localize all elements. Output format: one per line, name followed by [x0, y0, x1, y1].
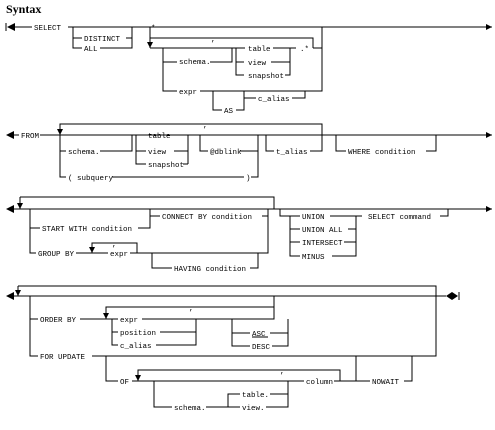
union-keyword: UNION	[302, 214, 325, 222]
of-view: view.	[242, 405, 265, 413]
of-keyword: OF	[120, 379, 129, 387]
order-expr: expr	[120, 317, 138, 325]
from-t-alias: t_alias	[276, 149, 308, 157]
from-end-arrow-icon	[486, 132, 492, 138]
distinct-keyword: DISTINCT	[84, 36, 121, 44]
from-schema: schema.	[68, 149, 100, 157]
select-snapshot: snapshot	[248, 73, 284, 81]
select-schema: schema.	[179, 59, 211, 67]
order-by-keyword: ORDER BY	[40, 317, 77, 325]
page-title: Syntax	[6, 2, 41, 16]
minus-keyword: MINUS	[302, 254, 325, 262]
union-all-keyword: UNION ALL	[302, 227, 343, 235]
group-by-loop-arrow-icon	[89, 247, 95, 253]
end-arrow-icon-2	[452, 292, 458, 300]
of-comma: ,	[280, 368, 285, 376]
from-close-paren: )	[246, 175, 251, 183]
star-symbol: *	[151, 25, 156, 33]
nowait-keyword: NOWAIT	[372, 379, 400, 387]
from-loop-arrow-icon	[57, 129, 63, 135]
order-loop-arrow-2-icon	[103, 313, 109, 319]
group-by-comma: ,	[112, 241, 117, 249]
for-update-keyword: FOR UPDATE	[40, 354, 86, 362]
group-start-arrow-icon	[6, 205, 14, 213]
intersect-keyword: INTERSECT	[302, 240, 343, 248]
of-table: table.	[242, 392, 269, 400]
from-snapshot: snapshot	[148, 162, 184, 170]
from-dblink: @dblink	[210, 149, 242, 157]
order-c-alias: c_alias	[120, 343, 152, 351]
select-table: table	[248, 46, 271, 54]
select-command: SELECT command	[368, 214, 431, 222]
select-expr: expr	[179, 89, 197, 97]
of-column: column	[306, 379, 333, 387]
group-clause: START WITH condition CONNECT BY conditio…	[6, 196, 492, 274]
of-schema: schema.	[174, 405, 206, 413]
order-start-arrow-icon	[6, 292, 14, 300]
order-by-comma: ,	[189, 305, 194, 313]
select-keyword: SELECT	[34, 25, 62, 33]
from-table: table	[148, 133, 171, 141]
group-by-expr: expr	[110, 251, 128, 259]
of-loop-arrow-icon	[135, 375, 141, 381]
start-with-condition: START WITH condition	[42, 226, 132, 234]
desc-keyword: DESC	[252, 344, 271, 352]
order-clause: ORDER BY , expr position c_alias ASC DES…	[6, 285, 460, 413]
select-view: view	[248, 60, 267, 68]
from-comma: ,	[203, 122, 208, 130]
having-condition: HAVING condition	[174, 266, 246, 274]
group-by-keyword: GROUP BY	[38, 251, 75, 259]
asc-keyword: ASC	[252, 331, 266, 339]
group-loop-arrow-icon	[17, 203, 23, 209]
start-arrow-icon	[7, 23, 15, 31]
order-position: position	[120, 330, 156, 338]
from-keyword: FROM	[21, 133, 40, 141]
continue-arrow-icon	[486, 24, 492, 30]
select-comma: ,	[211, 36, 216, 44]
from-clause: FROM , schema. table view snapshot @dbli…	[6, 122, 492, 183]
group-end-arrow-icon	[486, 206, 492, 212]
from-subquery: ( subquery	[68, 175, 114, 183]
all-keyword: ALL	[84, 46, 98, 54]
select-clause: SELECT DISTINCT ALL * , schema. table vi…	[5, 23, 492, 116]
order-loop-arrow-icon	[15, 290, 21, 296]
select-dot-star: .*	[300, 46, 309, 54]
end-arrow-icon	[446, 292, 452, 300]
connect-by-condition: CONNECT BY condition	[162, 214, 252, 222]
as-keyword: AS	[224, 108, 234, 116]
select-c-alias: c_alias	[258, 96, 290, 104]
from-start-arrow-icon	[6, 131, 14, 139]
from-view: view	[148, 149, 167, 157]
where-condition: WHERE condition	[348, 149, 416, 157]
